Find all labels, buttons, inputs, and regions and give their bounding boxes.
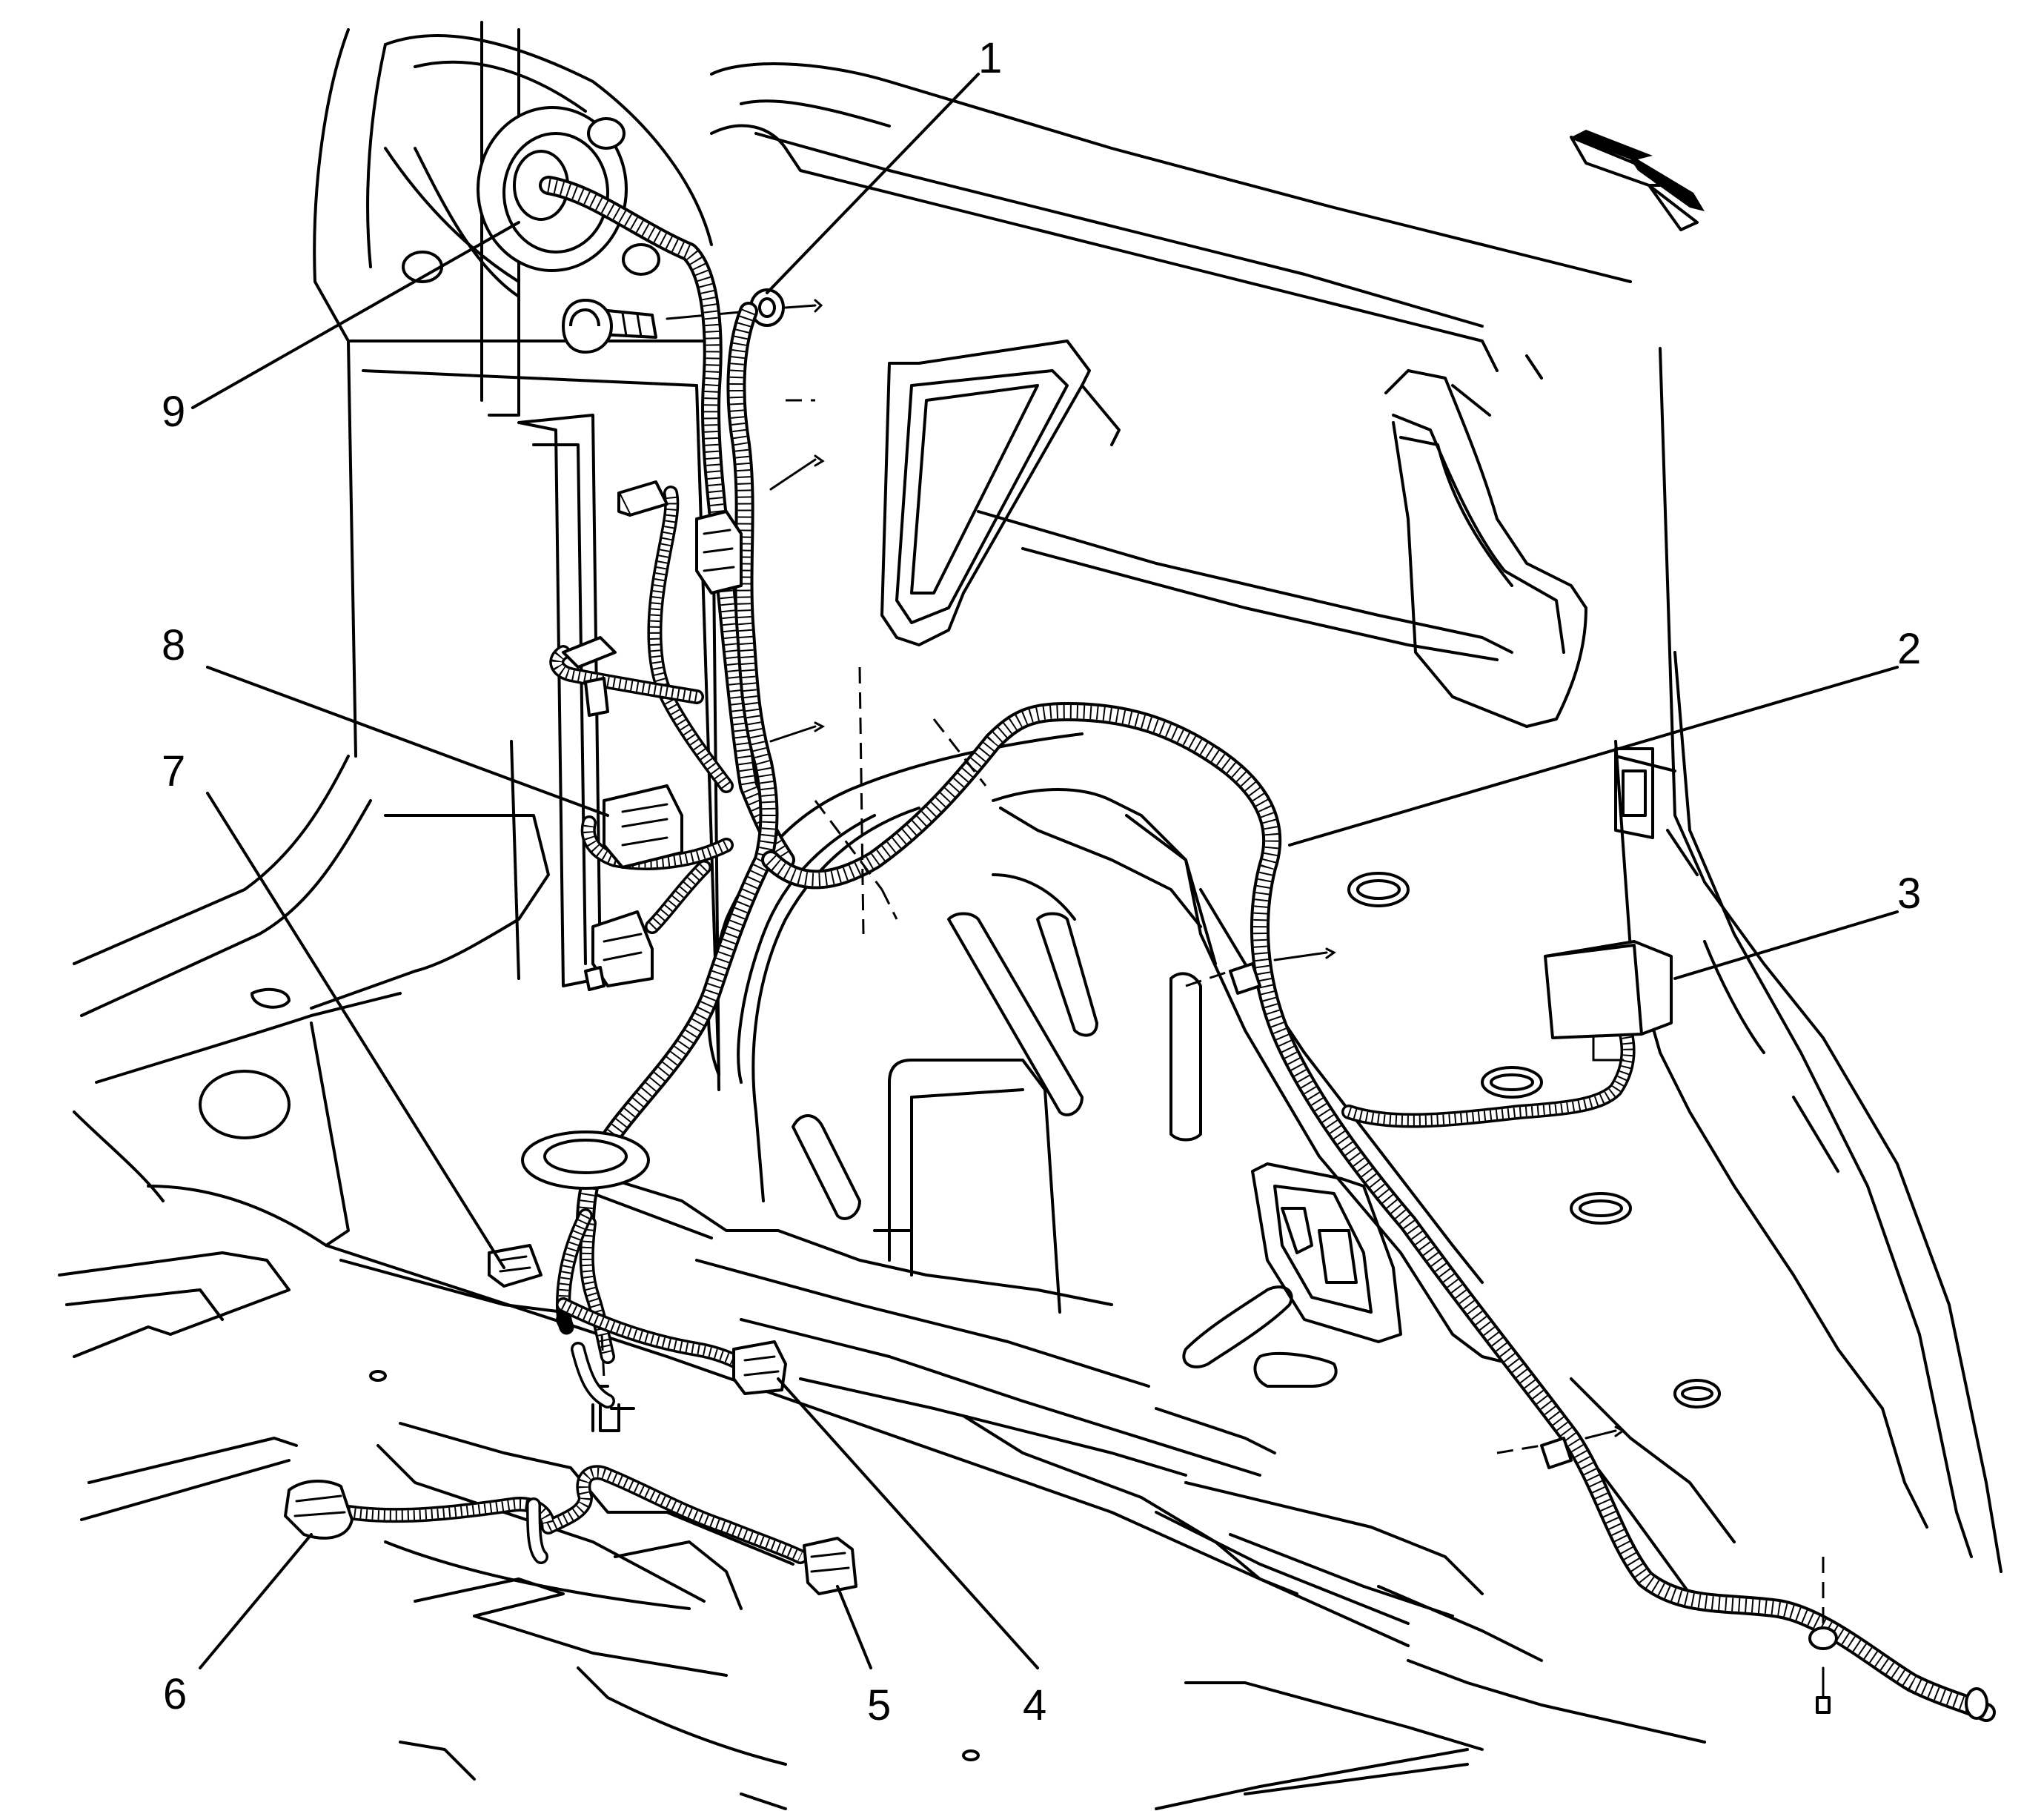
leader-6 (199, 1533, 313, 1669)
callout-8: 8 (162, 621, 185, 669)
connector-6 (284, 1480, 354, 1540)
rear-floor-clip (1808, 1626, 1838, 1714)
callout-numbers: 1 2 3 4 5 6 7 8 9 (162, 34, 1921, 1729)
pillar-connector-upper (695, 510, 743, 595)
lower-push-pin (1540, 1426, 1625, 1469)
components (284, 480, 1838, 1714)
callout-2: 2 (1897, 625, 1921, 673)
wiring-harness (341, 176, 1996, 1722)
wheelhouse-push-pin (1229, 947, 1336, 995)
leader-9 (191, 221, 520, 409)
callout-1: 1 (978, 34, 1002, 82)
leader-7 (206, 792, 505, 1269)
leader-3 (1673, 910, 1899, 980)
leader-2 (1288, 666, 1899, 847)
forward-direction-arrow-icon (1570, 130, 1705, 231)
connector-8 (603, 784, 683, 869)
connector-lower-pillar (584, 910, 654, 991)
callout-7: 7 (162, 747, 185, 795)
connector-5 (803, 1537, 857, 1595)
assembly-center-lines (600, 399, 1825, 1623)
leader-5 (836, 1585, 872, 1669)
vehicle-body-structure (58, 21, 2002, 1810)
callout-3: 3 (1897, 870, 1921, 918)
leader-4 (777, 1377, 1039, 1669)
module-3 (1544, 940, 1673, 1062)
callout-leader-lines (191, 73, 1899, 1669)
connector-7 (488, 1244, 542, 1288)
leader-1 (766, 73, 980, 294)
mounting-bolt (562, 299, 657, 354)
callout-9: 9 (162, 388, 185, 436)
leader-8 (206, 666, 609, 817)
pillar-connector-mid (562, 636, 617, 717)
floor-grommet (521, 1130, 650, 1190)
callout-6: 6 (163, 1670, 187, 1718)
connector-4 (732, 1340, 787, 1395)
callout-5: 5 (867, 1681, 891, 1729)
pillar-connector-left (617, 480, 668, 517)
callout-4: 4 (1023, 1681, 1046, 1729)
harness-grommet (749, 288, 785, 327)
